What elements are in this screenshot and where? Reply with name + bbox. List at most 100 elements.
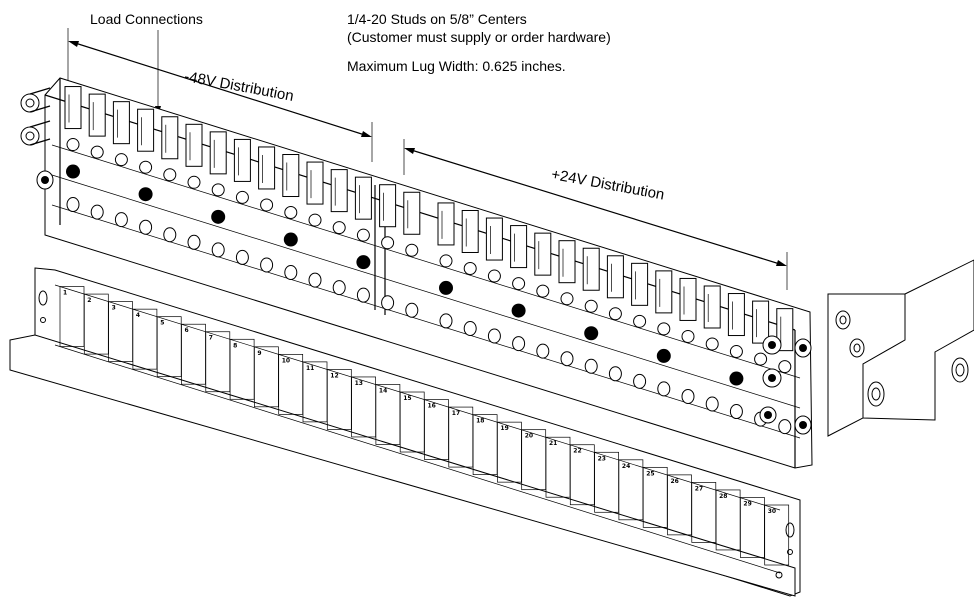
breaker-terminal (729, 345, 743, 359)
stud-hole (633, 373, 647, 389)
stud-hole (356, 287, 370, 303)
position-number: 5 (160, 320, 164, 327)
breaker-tab (727, 293, 745, 337)
studs-spec-label: 1/4-20 Studs on 5/8” Centers (347, 11, 527, 27)
stud-hole (114, 212, 128, 228)
position-number: 12 (330, 372, 338, 379)
breaker-tab (679, 277, 697, 321)
stud-hole (405, 302, 419, 318)
left-terminal-posts (20, 87, 54, 190)
breaker-tab (112, 101, 130, 145)
breaker-terminal (754, 352, 768, 366)
breaker-terminal (139, 160, 153, 174)
breaker-terminal (633, 314, 647, 328)
breaker-tab (88, 93, 106, 137)
position-number: 27 (695, 485, 703, 492)
position-cell (764, 504, 790, 566)
position-number: 3 (112, 305, 116, 312)
position-number: 30 (768, 508, 776, 515)
position-number: 23 (598, 455, 606, 462)
breaker-tab (185, 123, 203, 167)
lug-width-label: Maximum Lug Width: 0.625 inches. (347, 58, 566, 74)
breaker-terminal (235, 190, 249, 204)
breaker-terminal (512, 277, 526, 291)
breaker-terminal (381, 236, 395, 250)
breaker-tab (403, 191, 421, 235)
position-number: 20 (525, 433, 533, 440)
position-number: 25 (646, 470, 654, 477)
stud-hole (66, 197, 80, 213)
stud-hole (584, 358, 598, 374)
stud-hole (681, 388, 695, 404)
position-number: 26 (671, 478, 679, 485)
position-number: 9 (257, 350, 261, 357)
breaker-tab (64, 86, 82, 130)
stud-hole (308, 272, 322, 288)
breaker-tab (534, 232, 552, 276)
breaker-terminal (211, 183, 225, 197)
stud-hole (235, 249, 249, 265)
breaker-tab (437, 202, 455, 246)
breaker-terminal (608, 307, 622, 321)
stud-hole (332, 280, 346, 296)
breaker-tab (461, 209, 479, 253)
breaker-terminal (657, 322, 671, 336)
breaker-terminal (284, 206, 298, 220)
breaker-terminal (260, 198, 274, 212)
position-number: 29 (743, 500, 751, 507)
stud-hole (284, 265, 298, 281)
breaker-terminal (332, 221, 346, 235)
breaker-terminal (560, 292, 574, 306)
breaker-tab (606, 255, 624, 299)
breaker-terminal (705, 337, 719, 351)
load-connections-label: Load Connections (90, 11, 203, 27)
designation-strip (9, 267, 801, 597)
breaker-tab (282, 154, 300, 198)
stud-nut (211, 209, 226, 224)
breaker-terminal (66, 138, 80, 152)
breaker-terminal (439, 254, 453, 268)
breaker-tab (306, 161, 324, 205)
breaker-terminal (405, 243, 419, 257)
position-number: 28 (719, 493, 727, 500)
breaker-tab (752, 300, 770, 344)
stud-hole (90, 204, 104, 220)
breaker-terminal (778, 360, 792, 374)
breaker-row (64, 86, 794, 374)
breaker-tab (137, 108, 155, 152)
position-number: 16 (428, 403, 436, 410)
mounting-bracket (827, 259, 974, 437)
stud-hole (560, 351, 574, 367)
pos24-dimension-line (403, 139, 788, 290)
stud-hole (657, 381, 671, 397)
stud-hole (729, 404, 743, 420)
breaker-tab (258, 146, 276, 190)
hardware-note-label: (Customer must supply or order hardware) (347, 29, 611, 45)
stud-hole (536, 343, 550, 359)
stud-nut (66, 164, 80, 179)
stud-hole (187, 234, 201, 250)
stud-hole (778, 419, 792, 435)
breaker-terminal (163, 168, 177, 182)
breaker-terminal (536, 284, 550, 298)
breaker-tab (631, 262, 649, 306)
position-number: 6 (185, 327, 189, 334)
breaker-tab (655, 270, 673, 314)
breaker-terminal (114, 153, 128, 167)
stud-nut (656, 348, 671, 363)
load-connections-leader (155, 30, 161, 116)
stud-nut (356, 255, 371, 270)
stud-nut (283, 232, 298, 247)
stud-nut (511, 303, 526, 318)
position-number: 13 (355, 380, 363, 387)
position-number: 17 (452, 410, 460, 417)
stud-hole (381, 295, 395, 311)
stud-hole (439, 313, 453, 329)
breaker-tab (330, 169, 348, 213)
stud-hole (512, 336, 526, 352)
breaker-tab (161, 116, 179, 160)
stud-hole (260, 257, 274, 273)
breaker-terminal (187, 175, 201, 189)
position-number: 2 (87, 297, 91, 304)
position-number-cells: 1234567891011121314151617181920212223242… (59, 286, 790, 566)
